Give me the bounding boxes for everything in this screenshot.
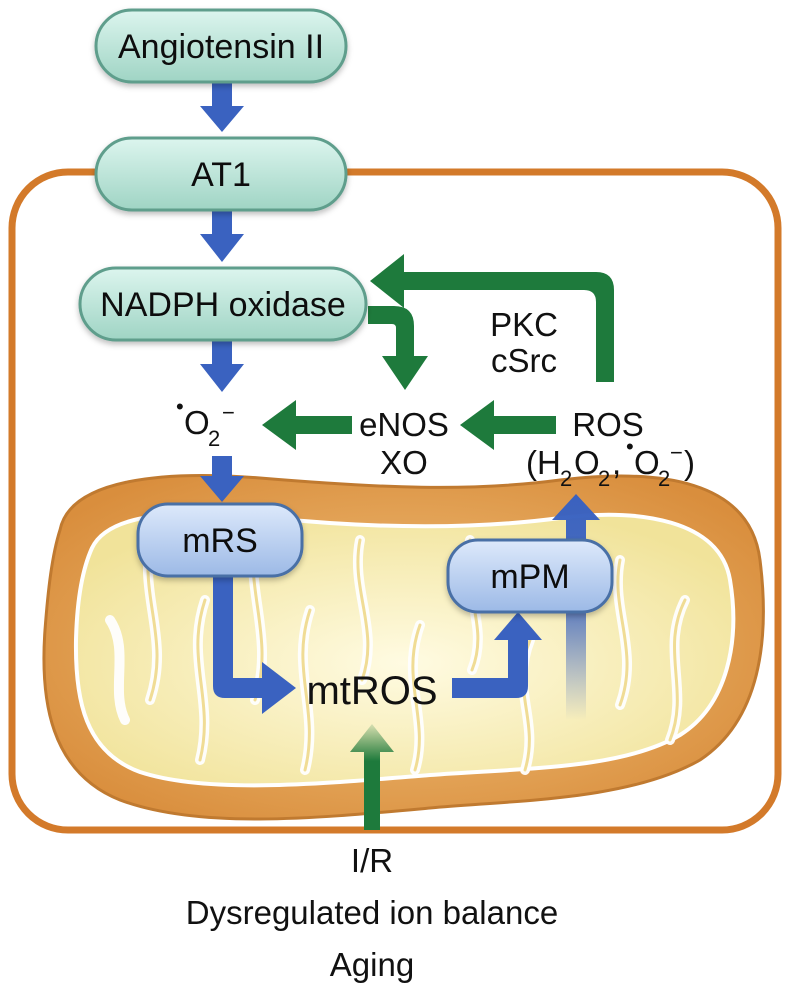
svg-text:2: 2 bbox=[560, 466, 572, 491]
svg-text:2: 2 bbox=[208, 426, 220, 451]
ir-label: I/R bbox=[351, 842, 393, 879]
svg-text:−: − bbox=[670, 440, 683, 465]
arrow-mtros-to-mpm bbox=[452, 612, 542, 698]
svg-text:O: O bbox=[574, 444, 600, 481]
blue-arrows bbox=[200, 82, 542, 714]
svg-text:,: , bbox=[612, 444, 621, 481]
mrs-label: mRS bbox=[182, 522, 258, 560]
arrow-enos-to-superoxide bbox=[262, 400, 352, 450]
pkc-label: PKC bbox=[490, 306, 558, 343]
mpm-label: mPM bbox=[490, 558, 569, 596]
arrow-mrs-to-mtros bbox=[213, 572, 296, 714]
at1-label: AT1 bbox=[191, 156, 251, 194]
svg-text:(H: (H bbox=[526, 444, 561, 481]
mtros-label: mtROS bbox=[306, 669, 437, 713]
svg-text:O: O bbox=[634, 444, 660, 481]
csrc-label: cSrc bbox=[491, 342, 557, 379]
svg-text:): ) bbox=[684, 444, 695, 481]
ion-balance-label: Dysregulated ion balance bbox=[186, 894, 558, 931]
svg-text:•: • bbox=[176, 394, 184, 419]
arrow-angiotensin-to-at1 bbox=[200, 82, 244, 132]
arrow-ros-to-enos bbox=[460, 400, 556, 450]
ros-label: ROS bbox=[572, 406, 644, 443]
node-nadph-oxidase: NADPH oxidase bbox=[78, 266, 368, 342]
enos-label: eNOS bbox=[359, 406, 449, 443]
arrow-stressors-to-mtros bbox=[350, 724, 394, 830]
xo-label: XO bbox=[380, 444, 428, 481]
node-angiotensin-ii: Angiotensin II bbox=[94, 8, 348, 84]
cell-membrane bbox=[8, 168, 782, 834]
nadph-label: NADPH oxidase bbox=[100, 286, 346, 324]
node-mpm: mPM bbox=[446, 538, 614, 614]
svg-text:2: 2 bbox=[658, 466, 670, 491]
green-arrows bbox=[262, 254, 614, 450]
arrow-at1-to-nadph bbox=[200, 210, 244, 262]
node-mrs: mRS bbox=[136, 502, 304, 578]
arrow-ros-to-nadph bbox=[370, 254, 614, 382]
aging-label: Aging bbox=[330, 946, 414, 983]
ros-species-label: (H 2 O 2 , • O 2 − ) bbox=[526, 434, 695, 491]
svg-text:•: • bbox=[626, 434, 634, 459]
svg-text:−: − bbox=[222, 400, 235, 425]
superoxide-label: • O 2 − bbox=[176, 394, 235, 451]
angiotensin-label: Angiotensin II bbox=[118, 28, 324, 66]
svg-text:O: O bbox=[184, 404, 210, 441]
svg-text:2: 2 bbox=[598, 466, 610, 491]
arrow-nadph-to-enos bbox=[368, 306, 428, 390]
node-at1: AT1 bbox=[94, 136, 348, 212]
arrow-superoxide-to-mrs bbox=[200, 456, 244, 502]
arrow-nadph-to-superoxide bbox=[200, 340, 244, 392]
